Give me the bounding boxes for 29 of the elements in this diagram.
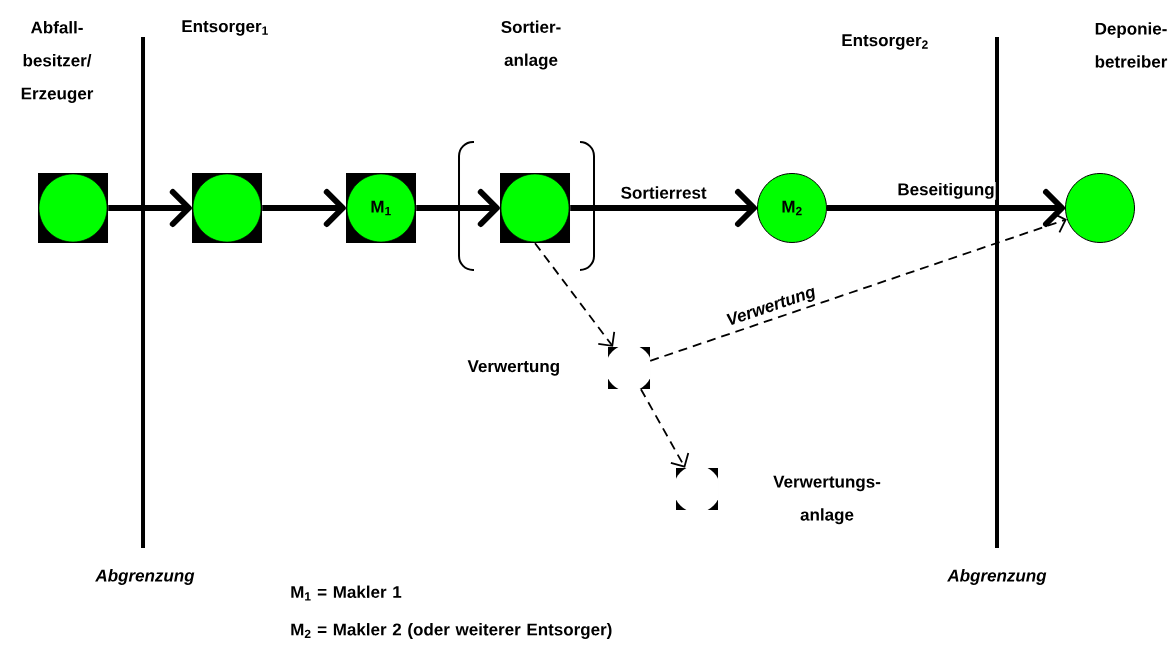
column-heading: Abfall- besitzer/ Erzeuger <box>21 21 94 103</box>
node-marker <box>608 347 650 389</box>
station-node <box>500 173 570 243</box>
boundary-label: Abgrenzung <box>95 569 195 585</box>
column-heading: Entsorger$_{1}$ <box>182 20 268 36</box>
arrow <box>534 242 616 347</box>
arrow <box>640 388 690 468</box>
legend-note: M$_{1}$ = Makler 1 <box>291 585 402 601</box>
arrow <box>416 189 500 227</box>
column-heading: Entsorger$_{2}$ <box>842 34 928 50</box>
station-node: M$_{1}$ <box>346 173 416 243</box>
station-node: M$_{2}$ <box>757 173 827 243</box>
node-caption: Verwertungs- anlage <box>773 475 881 525</box>
arrow <box>262 189 346 227</box>
column-heading: Deponie- betreiber <box>1095 22 1168 68</box>
station-node <box>38 173 108 243</box>
edge-label: Beseitigung <box>896 181 996 200</box>
station-node <box>192 173 262 243</box>
node-caption: Verwertung <box>467 360 559 376</box>
arrow <box>649 212 1067 362</box>
arrow <box>827 189 1065 227</box>
node-marker <box>676 468 718 510</box>
legend-note: M$_{2}$ = Makler 2 (oder weiterer Entsorger) <box>291 623 612 639</box>
station-node <box>1065 173 1135 243</box>
arrow <box>108 189 192 227</box>
column-heading: Sortier- anlage <box>501 20 561 70</box>
boundary-label: Abgrenzung <box>947 569 1047 585</box>
arrow <box>570 189 757 227</box>
edge-label: Sortierrest <box>619 185 708 200</box>
